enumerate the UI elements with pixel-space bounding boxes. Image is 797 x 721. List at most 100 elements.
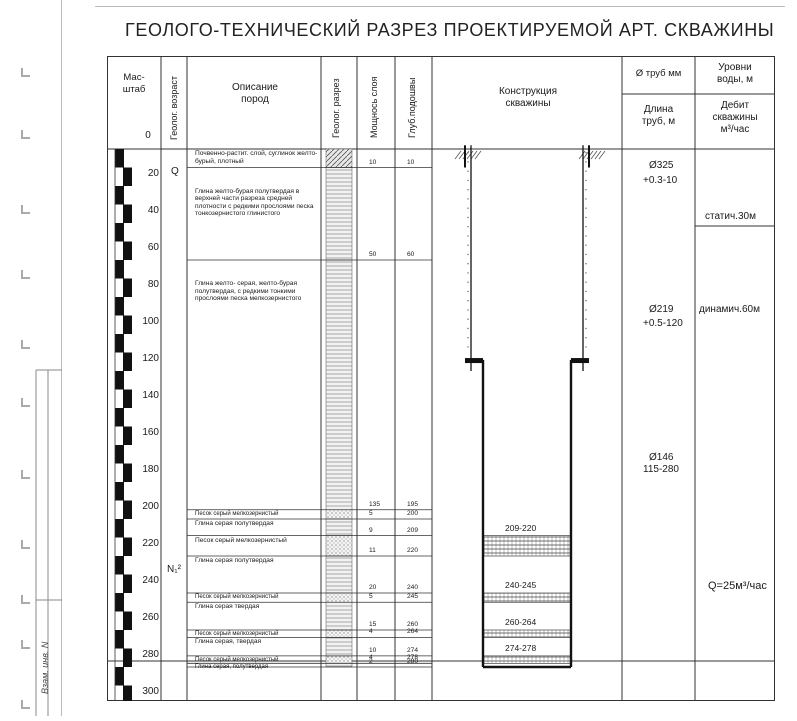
- annulus-dot: [585, 226, 587, 228]
- pipe-2-length: +0.5-120: [643, 318, 683, 329]
- filter-label: 260-264: [505, 617, 537, 627]
- scale-block: [123, 241, 132, 260]
- scale-block: [123, 648, 132, 667]
- annulus-dot: [585, 161, 587, 163]
- geol-layer: [325, 167, 353, 261]
- layer-thickness: 5: [369, 510, 373, 517]
- layer-depth: 10: [407, 158, 415, 166]
- scale-block: [115, 519, 124, 538]
- section-table: Мас- штаб 0 Геолог. возраст Описание пор…: [107, 56, 775, 701]
- annulus-dot: [585, 272, 587, 274]
- debit-header-line1: Дебит: [720, 100, 750, 111]
- scale-block: [123, 352, 132, 371]
- layer-thickness: 2: [369, 658, 373, 665]
- annulus-dot: [467, 216, 469, 219]
- scale-block: [115, 186, 124, 205]
- geol-age-header: Геолог. возраст: [169, 76, 179, 140]
- annulus-dot: [467, 179, 469, 182]
- scale-block: [115, 593, 124, 612]
- annulus-dot: [467, 226, 469, 228]
- scale-block: [123, 685, 132, 701]
- layer-description: Песок серый мелкозернистый: [195, 536, 287, 544]
- filter-label: 274-278: [505, 642, 537, 653]
- geol-layer: [325, 637, 353, 657]
- description-header: Описание пород: [191, 82, 319, 106]
- layer-depth: 220: [407, 547, 419, 554]
- scale-block: [115, 371, 124, 390]
- scale-block: [115, 408, 124, 427]
- filter-interval: [483, 535, 571, 557]
- construction-header: Конструкция скважины: [437, 86, 619, 110]
- pipe-length-header-line1: Длина: [643, 104, 674, 115]
- layer-description: Глина желто- серая, желто-бурая полутвер…: [195, 280, 302, 303]
- annulus-dot: [585, 337, 587, 339]
- debit-value: Q=25м³/час: [708, 580, 767, 592]
- filter-label: 240-245: [505, 580, 537, 590]
- annulus-dot: [467, 346, 469, 348]
- annulus-dot: [467, 207, 469, 209]
- pipe-1-length: +0.3-10: [643, 175, 678, 186]
- scale-block: [123, 167, 132, 186]
- pipe-3-diameter: Ø146: [649, 452, 674, 463]
- static-level: статич.30м: [705, 211, 756, 222]
- ground-hatch: [598, 150, 606, 160]
- layer-depth: 240: [407, 584, 419, 591]
- layer-depth: 264: [407, 628, 419, 636]
- geol-layer: [325, 509, 353, 520]
- annulus-dot: [585, 207, 587, 209]
- scale-header-line1: Мас-: [123, 72, 145, 83]
- annulus-dot: [467, 161, 469, 163]
- annulus-dot: [585, 198, 587, 200]
- scale-block: [115, 482, 124, 501]
- scale-block: [123, 611, 132, 630]
- layer-thickness: 20: [369, 584, 377, 591]
- scale-tick-label: 260: [142, 612, 159, 623]
- layer-description: Глина серая твердая: [195, 603, 260, 611]
- scale-tick-label: 160: [142, 427, 159, 438]
- scale-block: [123, 463, 132, 482]
- scale-block: [115, 556, 124, 575]
- scale-block: [115, 297, 124, 316]
- top-rule: [95, 6, 785, 7]
- annulus-dot: [467, 290, 469, 293]
- casing-shoe: [571, 358, 589, 364]
- annulus-dot: [585, 309, 587, 311]
- scale-zero: 0: [145, 130, 151, 141]
- filter-label: 209-220: [505, 522, 537, 533]
- scale-block: [123, 574, 132, 593]
- ground-hatch: [470, 150, 478, 160]
- scale-block: [115, 667, 124, 686]
- annulus-dot: [467, 327, 469, 330]
- annulus-dot: [467, 337, 469, 339]
- stamp-text: Взам. инв. N: [40, 641, 50, 694]
- debit-header: Дебит скважины м³/час: [695, 100, 775, 136]
- annulus-dot: [585, 170, 587, 172]
- scale-block: [123, 426, 132, 445]
- annulus-dot: [467, 244, 469, 246]
- layer-depth: 200: [407, 510, 419, 517]
- pipe-1-diameter: Ø325: [649, 160, 674, 171]
- scale-tick-label: 20: [147, 168, 159, 179]
- annulus-dot: [585, 290, 587, 293]
- geol-layer: [325, 555, 353, 594]
- layer-thickness: 50: [369, 251, 377, 258]
- scale-tick-label: 240: [142, 575, 159, 586]
- scale-tick-label: 60: [147, 242, 159, 253]
- layer-depth: 60: [407, 251, 415, 258]
- page-title: ГЕОЛОГО-ТЕХНИЧЕСКИЙ РАЗРЕЗ ПРОЕКТИРУЕМОЙ…: [125, 20, 775, 40]
- annulus-dot: [585, 235, 587, 237]
- annulus-dot: [585, 253, 587, 256]
- construction-header-line1: Конструкция: [498, 86, 558, 97]
- layer-description: Почвенно-растит. слой, суглинок желто-бу…: [195, 150, 318, 165]
- layer-description: Глина серая полутвердая: [195, 557, 274, 564]
- description-header-line2: пород: [241, 94, 269, 105]
- scale-tick-label: 80: [147, 279, 159, 290]
- scale-block: [123, 315, 132, 334]
- scale-tick-label: 300: [142, 686, 159, 697]
- scale-block: [123, 537, 132, 556]
- age-q: Q: [171, 166, 179, 177]
- construction-header-line2: скважины: [505, 98, 551, 109]
- layer-thickness: 15: [369, 621, 377, 628]
- dynamic-level: динамич.60м: [699, 304, 760, 315]
- annulus-dot: [585, 179, 587, 182]
